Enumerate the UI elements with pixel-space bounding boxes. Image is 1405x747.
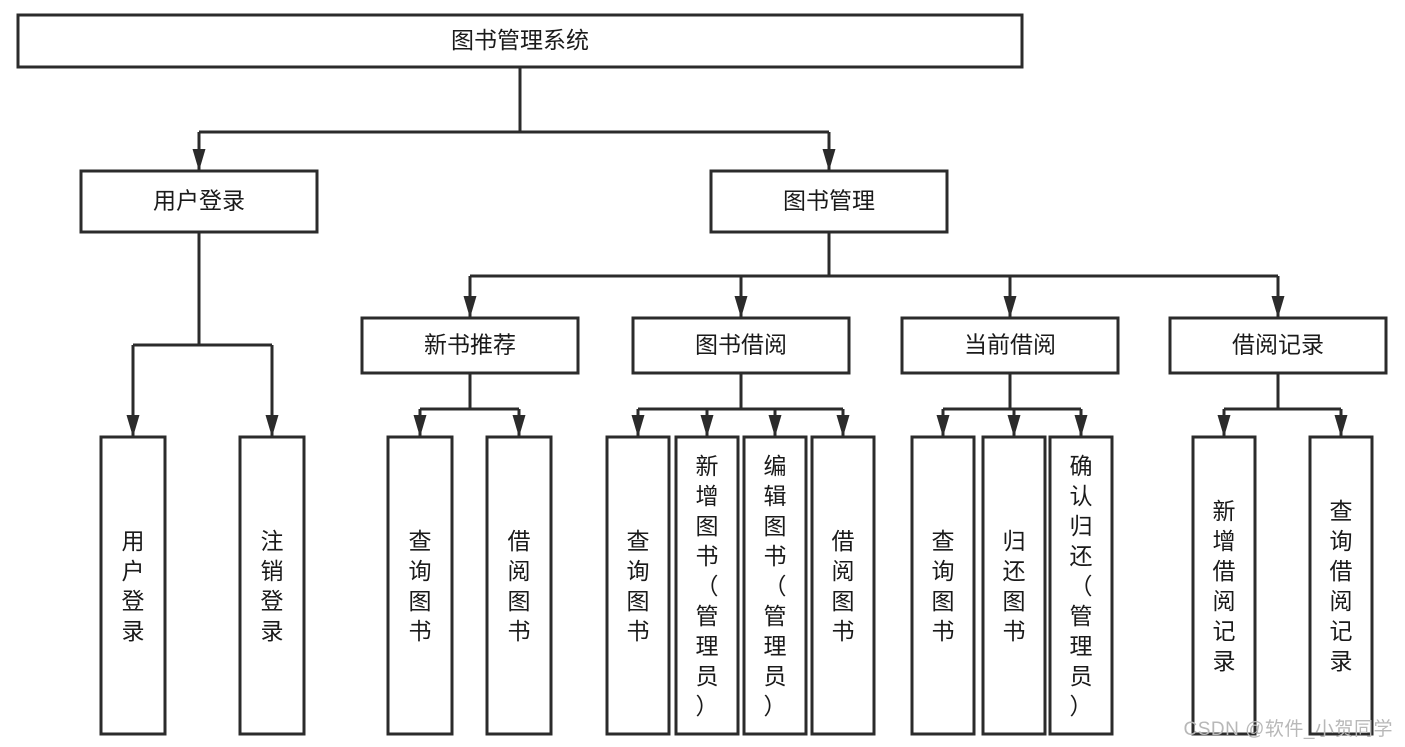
arrowhead-icon bbox=[463, 296, 477, 318]
arrowhead-icon bbox=[126, 415, 140, 437]
node-leaf-user-login[interactable]: 用户登录 bbox=[99, 435, 167, 736]
node-layer: 图书管理系统用户登录用户登录注销登录图书管理新书推荐查询图书借阅图书图书借阅查询… bbox=[16, 13, 1388, 736]
node-label-leaf-confirm-return: 确认归还（管理员） bbox=[1070, 453, 1093, 719]
arrowhead-icon bbox=[192, 149, 206, 171]
node-box-leaf-add-book[interactable] bbox=[674, 435, 740, 736]
node-box-leaf-query-book-3[interactable] bbox=[910, 435, 976, 736]
node-label-book-management: 图书管理 bbox=[783, 188, 875, 214]
node-user-login[interactable]: 用户登录 bbox=[79, 169, 319, 234]
arrowhead-icon bbox=[1007, 415, 1021, 437]
node-current-borrow[interactable]: 当前借阅 bbox=[900, 316, 1120, 375]
arrowhead-icon bbox=[1003, 296, 1017, 318]
csdn-watermark: CSDN @软件_小贺同学 bbox=[1183, 719, 1393, 740]
node-label-leaf-query-book-3: 查询图书 bbox=[932, 528, 955, 644]
arrowhead-icon bbox=[1074, 415, 1088, 437]
node-box-leaf-user-logout[interactable] bbox=[238, 435, 306, 736]
node-label-leaf-return-book: 归还图书 bbox=[1003, 528, 1026, 644]
node-leaf-add-book[interactable]: 新增图书（管理员） bbox=[674, 435, 740, 736]
node-label-leaf-user-logout: 注销登录 bbox=[261, 528, 284, 644]
node-label-user-login: 用户登录 bbox=[153, 188, 245, 214]
node-label-borrow-record: 借阅记录 bbox=[1232, 332, 1324, 358]
node-box-leaf-add-record[interactable] bbox=[1191, 435, 1257, 736]
node-box-leaf-query-book-1[interactable] bbox=[386, 435, 454, 736]
arrowhead-icon bbox=[1217, 415, 1231, 437]
node-leaf-confirm-return[interactable]: 确认归还（管理员） bbox=[1048, 435, 1114, 736]
arrowhead-icon bbox=[700, 415, 714, 437]
node-box-leaf-borrow-book-2[interactable] bbox=[810, 435, 876, 736]
node-label-leaf-user-login: 用户登录 bbox=[122, 528, 145, 644]
arrowhead-icon bbox=[512, 415, 526, 437]
node-label-leaf-borrow-book-1: 借阅图书 bbox=[508, 528, 531, 644]
node-box-user-login[interactable] bbox=[79, 169, 319, 234]
arrowhead-icon bbox=[1271, 296, 1285, 318]
node-box-root[interactable] bbox=[16, 13, 1024, 69]
node-box-new-book-recommend[interactable] bbox=[360, 316, 580, 375]
node-box-current-borrow[interactable] bbox=[900, 316, 1120, 375]
node-leaf-user-logout[interactable]: 注销登录 bbox=[238, 435, 306, 736]
node-label-leaf-add-book: 新增图书（管理员） bbox=[696, 453, 719, 719]
arrowhead-icon bbox=[936, 415, 950, 437]
node-label-leaf-edit-book: 编辑图书（管理员） bbox=[764, 453, 787, 719]
node-box-leaf-query-record[interactable] bbox=[1308, 435, 1374, 736]
node-leaf-add-record[interactable]: 新增借阅记录 bbox=[1191, 435, 1257, 736]
node-book-management[interactable]: 图书管理 bbox=[709, 169, 949, 234]
arrowhead-icon bbox=[734, 296, 748, 318]
node-leaf-query-book-2[interactable]: 查询图书 bbox=[605, 435, 671, 736]
node-label-leaf-query-book-1: 查询图书 bbox=[409, 528, 432, 644]
node-label-leaf-query-book-2: 查询图书 bbox=[627, 528, 650, 644]
node-label-current-borrow: 当前借阅 bbox=[964, 332, 1056, 358]
node-leaf-borrow-book-1[interactable]: 借阅图书 bbox=[485, 435, 553, 736]
node-box-borrow-record[interactable] bbox=[1168, 316, 1388, 375]
node-leaf-edit-book[interactable]: 编辑图书（管理员） bbox=[742, 435, 808, 736]
node-box-book-management[interactable] bbox=[709, 169, 949, 234]
connector-layer bbox=[126, 67, 1348, 437]
node-leaf-borrow-book-2[interactable]: 借阅图书 bbox=[810, 435, 876, 736]
node-leaf-query-book-3[interactable]: 查询图书 bbox=[910, 435, 976, 736]
node-label-leaf-query-record: 查询借阅记录 bbox=[1330, 498, 1353, 674]
node-box-leaf-confirm-return[interactable] bbox=[1048, 435, 1114, 736]
node-label-new-book-recommend: 新书推荐 bbox=[424, 332, 516, 358]
arrowhead-icon bbox=[1334, 415, 1348, 437]
node-box-leaf-edit-book[interactable] bbox=[742, 435, 808, 736]
node-box-leaf-borrow-book-1[interactable] bbox=[485, 435, 553, 736]
node-new-book-recommend[interactable]: 新书推荐 bbox=[360, 316, 580, 375]
node-box-leaf-user-login[interactable] bbox=[99, 435, 167, 736]
node-leaf-query-record[interactable]: 查询借阅记录 bbox=[1308, 435, 1374, 736]
node-box-leaf-return-book[interactable] bbox=[981, 435, 1047, 736]
node-box-book-borrow[interactable] bbox=[631, 316, 851, 375]
node-label-root: 图书管理系统 bbox=[451, 27, 589, 53]
node-label-leaf-add-record: 新增借阅记录 bbox=[1213, 498, 1236, 674]
arrowhead-icon bbox=[631, 415, 645, 437]
arrowhead-icon bbox=[822, 149, 836, 171]
node-borrow-record[interactable]: 借阅记录 bbox=[1168, 316, 1388, 375]
arrowhead-icon bbox=[768, 415, 782, 437]
node-label-leaf-borrow-book-2: 借阅图书 bbox=[832, 528, 855, 644]
node-leaf-query-book-1[interactable]: 查询图书 bbox=[386, 435, 454, 736]
node-label-book-borrow: 图书借阅 bbox=[695, 332, 787, 358]
node-box-leaf-query-book-2[interactable] bbox=[605, 435, 671, 736]
node-book-borrow[interactable]: 图书借阅 bbox=[631, 316, 851, 375]
arrowhead-icon bbox=[836, 415, 850, 437]
node-leaf-return-book[interactable]: 归还图书 bbox=[981, 435, 1047, 736]
node-root[interactable]: 图书管理系统 bbox=[16, 13, 1024, 69]
arrowhead-icon bbox=[413, 415, 427, 437]
arrowhead-icon bbox=[265, 415, 279, 437]
